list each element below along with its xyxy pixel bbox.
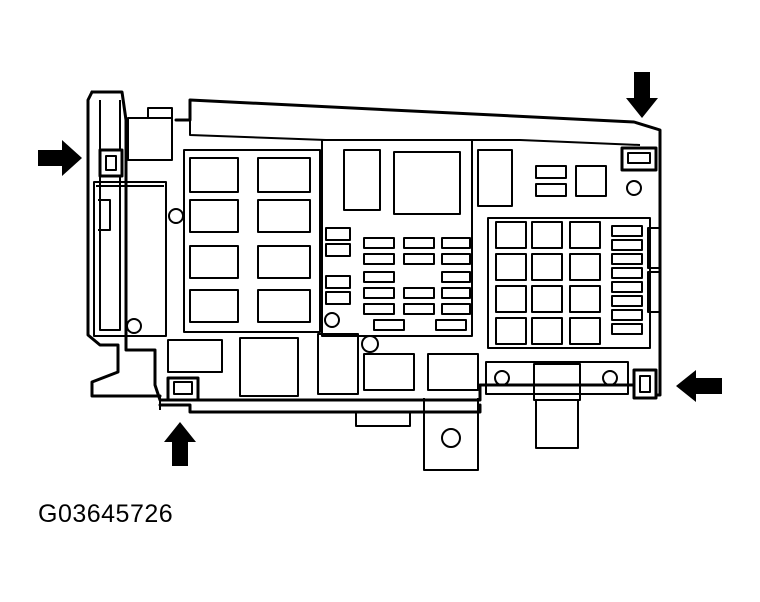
arrow-up-icon (164, 422, 196, 466)
arrow-right-icon (38, 140, 82, 176)
center-fuse-panel (321, 139, 513, 337)
figure-id-caption: G03645726 (38, 500, 174, 528)
left-relay-block (183, 149, 321, 333)
bottom-relays (167, 333, 479, 397)
housing-outline (86, 90, 662, 414)
connector-left (98, 148, 124, 178)
right-relay-grid (487, 165, 661, 349)
lower-bracket (355, 361, 629, 471)
arrow-left-icon (676, 370, 722, 402)
arrow-down-icon (626, 72, 658, 118)
connector-right (632, 368, 658, 400)
connectors (98, 146, 658, 402)
